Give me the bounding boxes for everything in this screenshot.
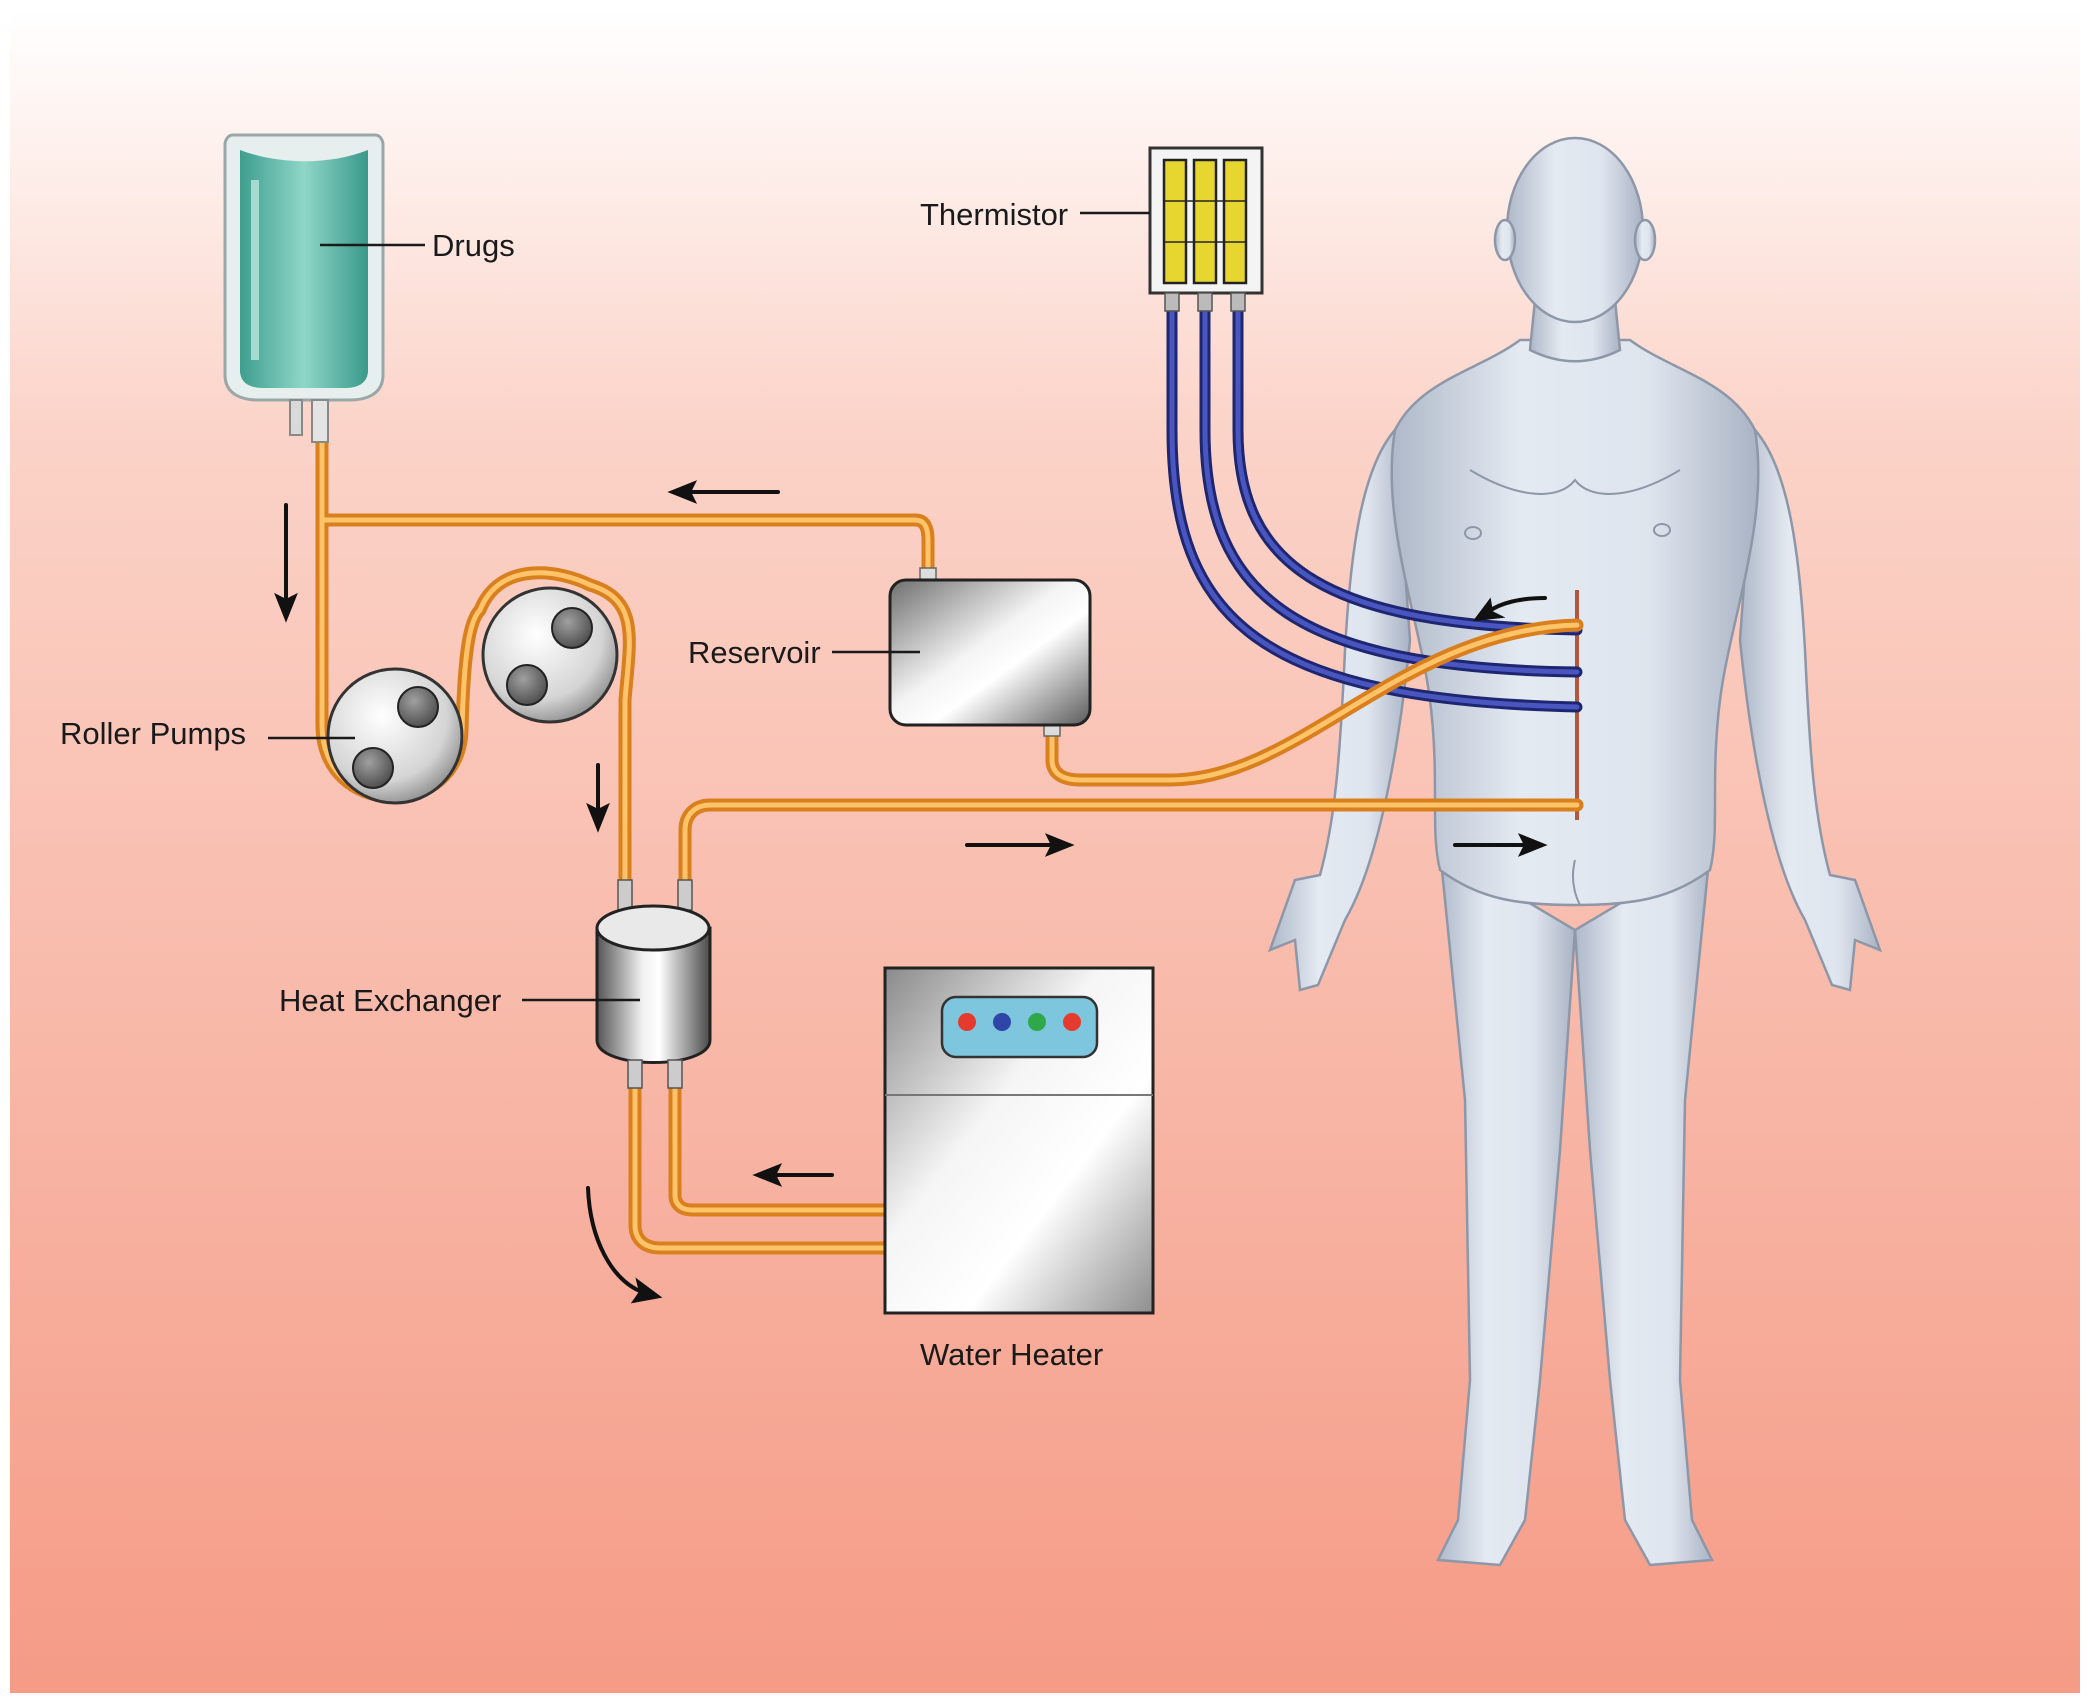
roller-pump-1 <box>326 667 464 805</box>
body-details <box>1464 469 1681 906</box>
heat-exchanger <box>595 879 712 1089</box>
reservoir <box>888 567 1092 737</box>
drug-bag <box>223 133 385 443</box>
label-heat-exchanger: Heat Exchanger <box>279 983 501 1018</box>
heater-control-panel <box>940 995 1099 1059</box>
curved-arrow-icon <box>586 1186 663 1304</box>
water-heater <box>883 966 1155 1315</box>
arrow-right-icon <box>965 833 1075 857</box>
indicator-light-green <box>1028 1013 1046 1031</box>
arrow-left-icon <box>667 480 780 504</box>
label-roller-pumps: Roller Pumps <box>60 716 246 751</box>
arrow-down-icon <box>586 763 610 833</box>
thermistor-wires <box>1166 299 1583 713</box>
curved-arrow-icon <box>1472 596 1547 622</box>
label-drugs: Drugs <box>432 228 515 263</box>
label-thermistor: Thermistor <box>920 197 1068 232</box>
arrow-down-icon <box>274 503 298 623</box>
label-reservoir: Reservoir <box>688 635 821 670</box>
indicator-light-blue <box>993 1013 1011 1031</box>
indicator-light-red <box>958 1013 976 1031</box>
arrow-left-icon <box>752 1163 834 1187</box>
thermistor-device <box>1148 146 1264 312</box>
label-water-heater: Water Heater <box>920 1337 1103 1372</box>
leader-lines <box>268 211 1150 1002</box>
tubing <box>315 433 1584 1255</box>
human-body <box>1267 136 1883 1567</box>
indicator-light-red-2 <box>1063 1013 1081 1031</box>
roller-pump-2 <box>481 586 619 724</box>
arrow-right-icon <box>1453 833 1548 857</box>
